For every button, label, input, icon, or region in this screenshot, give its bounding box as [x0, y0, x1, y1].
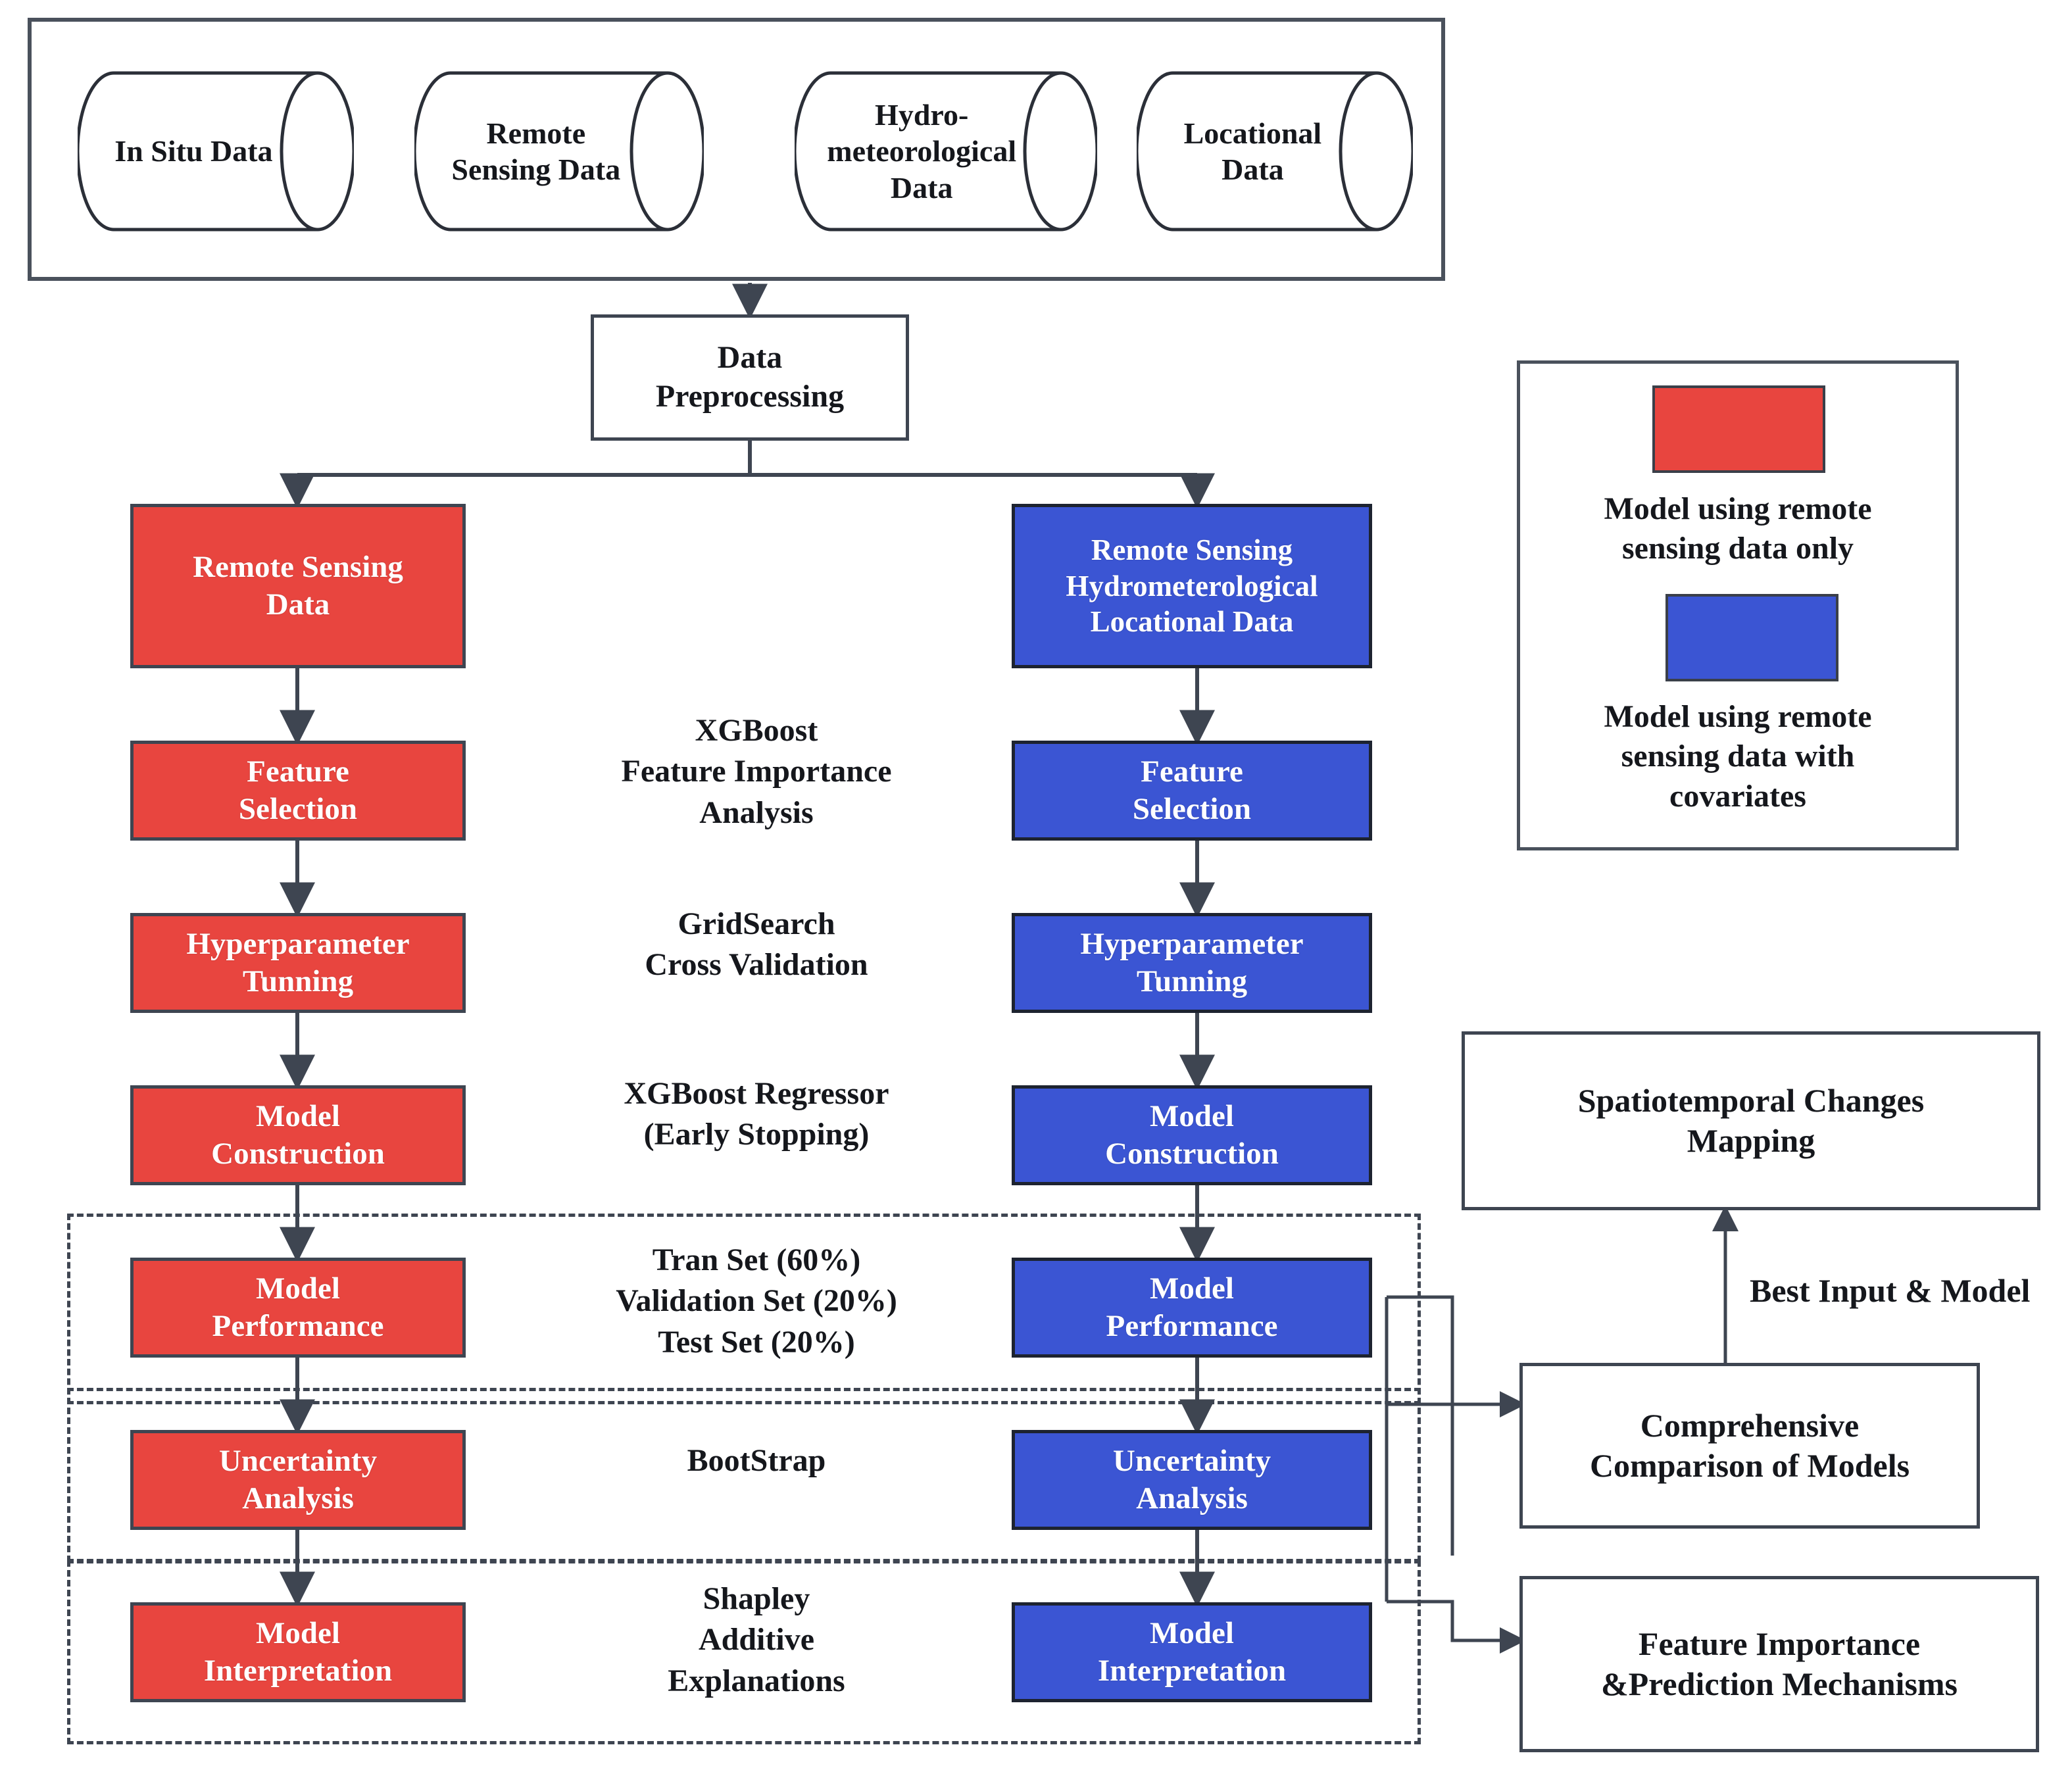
node-data-preprocessing[interactable]: Data Preprocessing: [591, 314, 909, 441]
legend-swatch-blue: [1665, 594, 1838, 681]
node-blue-model-performance[interactable]: Model Performance: [1012, 1258, 1372, 1358]
data-cylinder-remote-sensing[interactable]: Remote Sensing Data: [414, 69, 704, 234]
node-blue-model-interpretation[interactable]: Model Interpretation: [1012, 1602, 1372, 1702]
cylinder-shape: [78, 71, 354, 232]
node-spatiotemporal-changes-mapping[interactable]: Spatiotemporal Changes Mapping: [1462, 1031, 2040, 1210]
data-cylinder-label: Hydro- meteorological Data: [827, 98, 1017, 205]
method-label-bootstrap: BootStrap: [687, 1443, 826, 1478]
legend-swatch-red: [1652, 385, 1825, 473]
edge-label-best-input-model: Best Input & Model: [1750, 1272, 2031, 1309]
cylinder-shape: [795, 71, 1097, 232]
node-blue-feature-selection[interactable]: Feature Selection: [1012, 741, 1372, 841]
node-red-feature-selection[interactable]: Feature Selection: [130, 741, 466, 841]
legend-label-remote-only: Model using remote sensing data only: [1604, 491, 1872, 566]
data-cylinder-label: Remote Sensing Data: [451, 116, 621, 186]
data-cylinder-hydro-meteorological[interactable]: Hydro- meteorological Data: [795, 69, 1097, 234]
legend-label-with-covariates: Model using remote sensing data with cov…: [1604, 699, 1872, 814]
node-blue-uncertainty-analysis[interactable]: Uncertainty Analysis: [1012, 1430, 1372, 1530]
method-label-xgboost-regressor: XGBoost Regressor (Early Stopping): [624, 1076, 889, 1152]
node-blue-model-construction[interactable]: Model Construction: [1012, 1085, 1372, 1185]
node-red-remote-sensing-data[interactable]: Remote Sensing Data: [130, 504, 466, 668]
data-cylinder-label: Locational Data: [1183, 116, 1322, 186]
data-cylinder-locational[interactable]: Locational Data: [1137, 69, 1413, 234]
method-label-gridsearch-cross-validation: GridSearch Cross Validation: [645, 906, 868, 983]
dashed-group-model-interpretation: [67, 1560, 1421, 1744]
cylinder-shape: [1137, 71, 1413, 232]
node-red-hyperparameter-tunning[interactable]: Hyperparameter Tunning: [130, 913, 466, 1013]
node-comprehensive-comparison-of-models[interactable]: Comprehensive Comparison of Models: [1519, 1363, 1980, 1529]
dashed-group-model-performance: [67, 1214, 1421, 1404]
cylinder-shape: [414, 71, 704, 232]
node-blue-remote-sensing-hydrometerological-locational-data[interactable]: Remote Sensing Hydrometerological Locati…: [1012, 504, 1372, 668]
data-cylinder-in-situ[interactable]: In Situ Data: [78, 69, 354, 234]
method-label-data-split: Tran Set (60%) Validation Set (20%) Test…: [616, 1242, 897, 1360]
node-red-model-construction[interactable]: Model Construction: [130, 1085, 466, 1185]
node-red-model-interpretation[interactable]: Model Interpretation: [130, 1602, 466, 1702]
method-label-shapley-additive-explanations: Shapley Additive Explanations: [668, 1581, 845, 1698]
data-cylinder-label: In Situ Data: [114, 134, 273, 168]
node-blue-hyperparameter-tunning[interactable]: Hyperparameter Tunning: [1012, 913, 1372, 1013]
node-feature-importance-prediction-mechanisms[interactable]: Feature Importance &Prediction Mechanism…: [1519, 1576, 2039, 1752]
node-red-uncertainty-analysis[interactable]: Uncertainty Analysis: [130, 1430, 466, 1530]
node-red-model-performance[interactable]: Model Performance: [130, 1258, 466, 1358]
method-label-xgboost-feature-importance: XGBoost Feature Importance Analysis: [621, 713, 892, 830]
